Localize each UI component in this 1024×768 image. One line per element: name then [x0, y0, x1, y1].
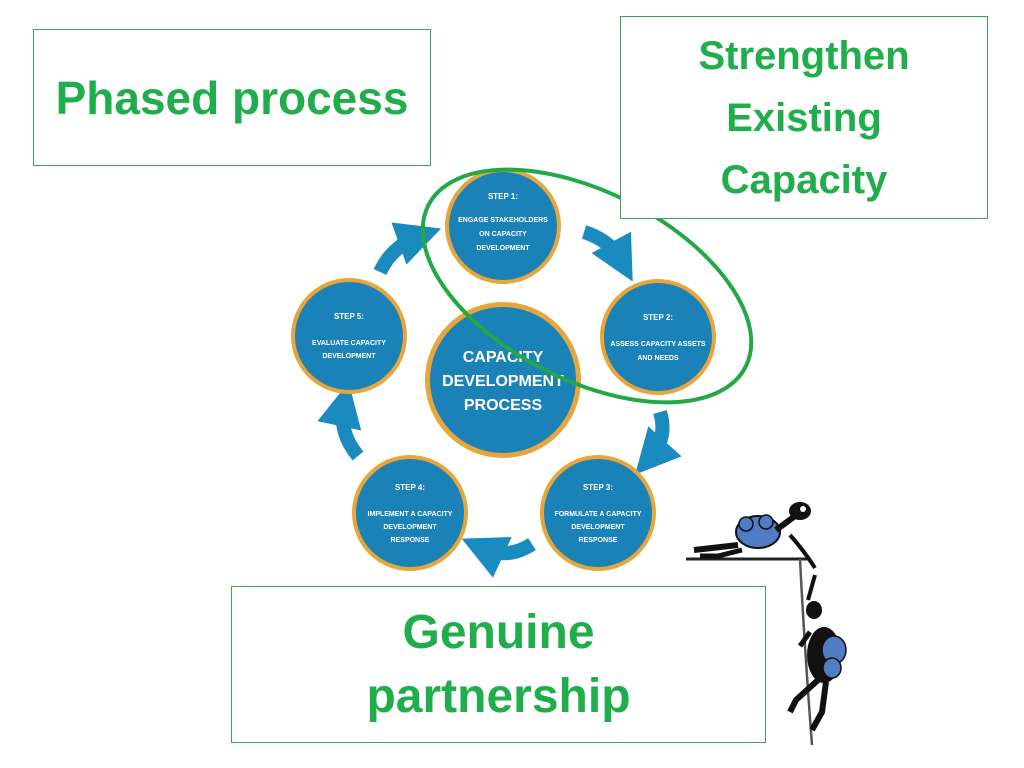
center-line-3: PROCESS [464, 397, 543, 414]
step-2-title: STEP 2: [643, 313, 673, 322]
step-1-line-2: ON CAPACITY [479, 231, 527, 238]
center-line-1: CAPACITY [463, 349, 544, 366]
step-2-line-2: AND NEEDS [637, 355, 679, 362]
step-2-node: STEP 2: ASSESS CAPACITY ASSETS AND NEEDS [600, 279, 716, 395]
step-4-line-2: DEVELOPMENT [383, 524, 437, 531]
step-3-line-1: FORMULATE A CAPACITY [554, 511, 641, 518]
step-5-line-1: EVALUATE CAPACITY [312, 340, 386, 347]
step-5-line-2: DEVELOPMENT [322, 353, 376, 360]
step-3-title: STEP 3: [583, 483, 613, 492]
center-line-2: DEVELOPMENT [442, 373, 564, 390]
step-2-line-1: ASSESS CAPACITY ASSETS [610, 341, 706, 348]
step-4-line-3: RESPONSE [391, 537, 430, 544]
step-5-title: STEP 5: [334, 312, 364, 321]
center-node: CAPACITY DEVELOPMENT PROCESS [425, 302, 581, 458]
step-3-line-2: DEVELOPMENT [571, 524, 625, 531]
partnership-line-1: Genuine [402, 605, 595, 659]
strengthen-line-2: Existing [726, 95, 882, 140]
arrow-step5-to-step1 [373, 222, 442, 276]
cycle-arrows [317, 222, 682, 578]
phased-process-box: Phased process [33, 29, 431, 166]
strengthen-line-1: Strengthen [698, 33, 910, 78]
strengthen-line-3: Capacity [720, 157, 888, 202]
arrow-step3-to-step4 [461, 537, 536, 578]
partnership-line-2: partnership [366, 669, 631, 723]
step-4-line-1: IMPLEMENT A CAPACITY [368, 511, 453, 518]
step-1-line-1: ENGAGE STAKEHOLDERS [458, 217, 548, 224]
genuine-partnership-box: Genuine partnership [231, 586, 766, 743]
arrow-step4-to-step5 [317, 382, 364, 461]
climbers-illustration [686, 502, 847, 746]
step-5-node: STEP 5: EVALUATE CAPACITY DEVELOPMENT [291, 278, 407, 394]
step-4-title: STEP 4: [395, 483, 425, 492]
phased-process-label: Phased process [55, 71, 409, 124]
step-4-node: STEP 4: IMPLEMENT A CAPACITY DEVELOPMENT… [352, 455, 468, 571]
step-3-node: STEP 3: FORMULATE A CAPACITY DEVELOPMENT… [540, 455, 656, 571]
arrow-step2-to-step3 [635, 409, 682, 475]
strengthen-capacity-box: Strengthen Existing Capacity [620, 16, 988, 219]
step-1-title: STEP 1: [488, 192, 518, 201]
step-1-line-3: DEVELOPMENT [476, 245, 530, 252]
step-1-node: STEP 1: ENGAGE STAKEHOLDERS ON CAPACITY … [445, 168, 561, 284]
arrow-step1-to-step2 [581, 225, 633, 282]
step-3-line-3: RESPONSE [579, 537, 618, 544]
